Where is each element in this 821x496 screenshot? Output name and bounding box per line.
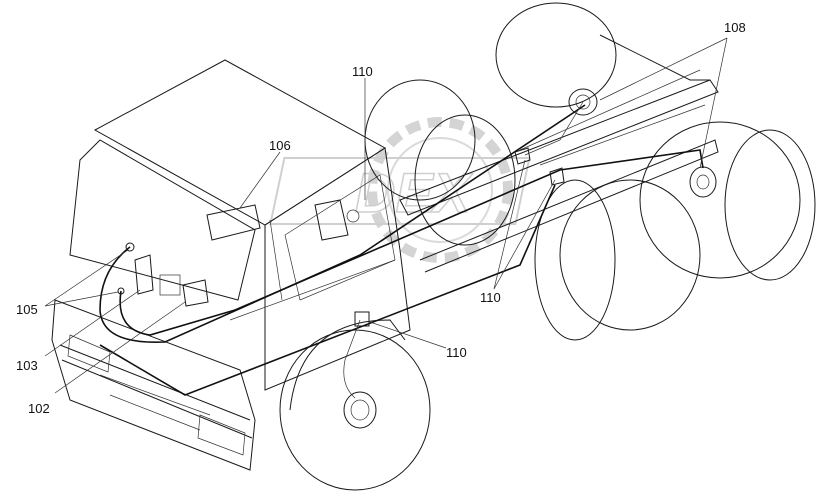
watermark-logo: DEX [269, 117, 531, 263]
leader-lines [44, 37, 728, 394]
chassis-frame [399, 34, 719, 273]
callout-110-bottom: 110 [446, 345, 467, 360]
callout-labels: 108 110 106 105 103 102 110 110 [16, 20, 746, 416]
front-wheel [279, 319, 431, 491]
callout-105: 105 [16, 302, 38, 317]
wiring-harness [99, 101, 704, 399]
callout-102: 102 [28, 401, 50, 416]
callout-110-right: 110 [480, 290, 501, 305]
callout-110-top: 110 [352, 64, 373, 79]
callout-108: 108 [724, 20, 746, 35]
callout-106: 106 [269, 138, 291, 153]
callout-103: 103 [16, 358, 38, 373]
